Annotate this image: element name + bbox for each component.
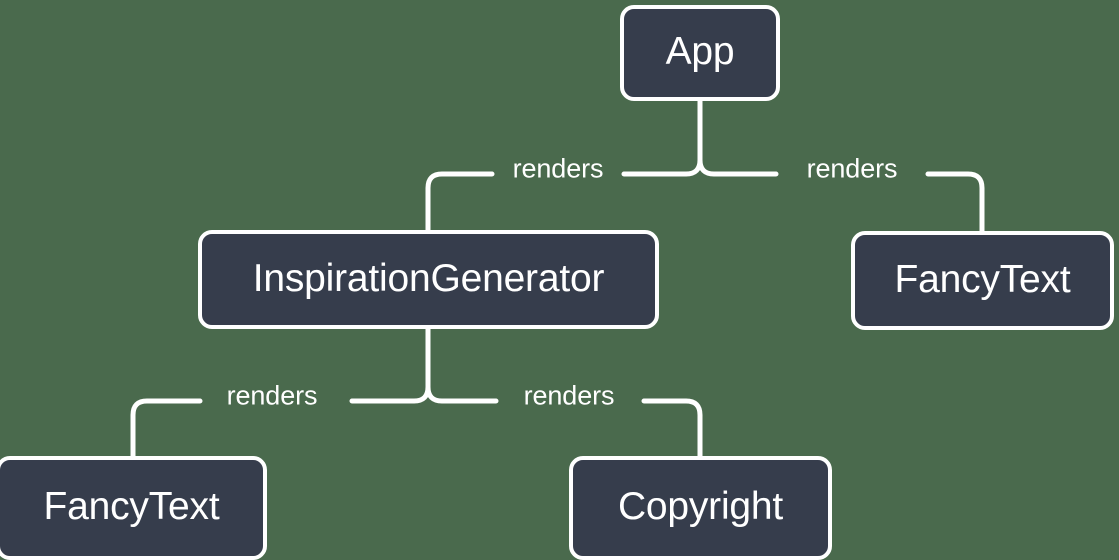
node-copyright[interactable]: Copyright [569, 456, 832, 560]
node-fancytext-right-label: FancyText [894, 257, 1071, 301]
edge-label-app-to-inspiration-generator: renders [512, 153, 604, 184]
node-app[interactable]: App [620, 5, 780, 101]
edge-label-inspiration-generator-to-copyright: renders [523, 380, 615, 411]
node-fancytext-bottom-left-label: FancyText [43, 485, 220, 528]
node-fancytext-right[interactable]: FancyText [851, 231, 1114, 330]
edge-label-inspiration-generator-to-fancytext: renders [226, 380, 318, 411]
node-fancytext-bottom-left[interactable]: FancyText [0, 456, 267, 560]
node-copyright-label: Copyright [617, 485, 784, 528]
node-inspiration-generator[interactable]: InspirationGenerator [198, 230, 659, 329]
node-inspiration-generator-label: InspirationGenerator [252, 256, 605, 300]
node-app-label: App [665, 30, 735, 73]
edge-inspiration-generator-to-copyright [425, 384, 703, 459]
edge-label-app-to-fancytext-right: renders [806, 153, 898, 184]
edge-app-to-fancytext-right [697, 157, 985, 234]
